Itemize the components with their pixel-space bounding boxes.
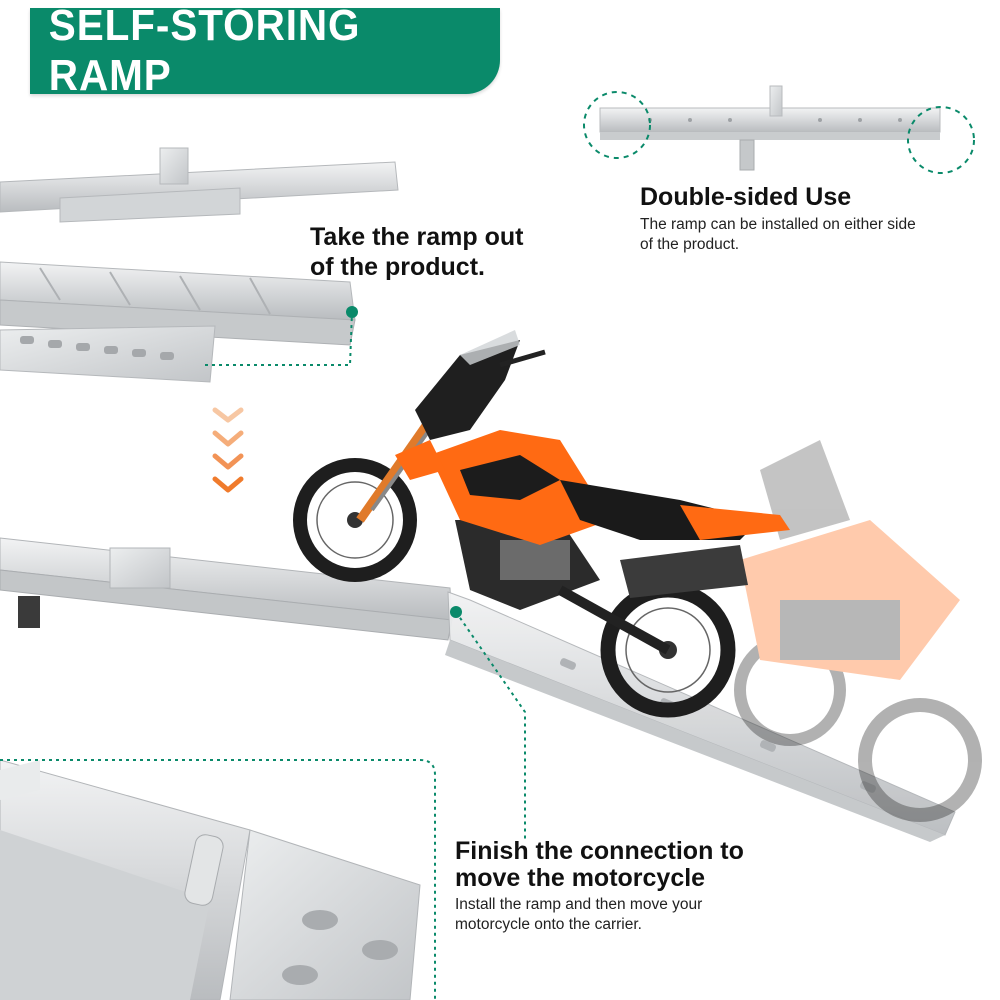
carrier-with-ramp-image <box>0 537 956 842</box>
double-sided-carrier-image <box>599 85 941 171</box>
carrier-top-image <box>0 147 399 383</box>
right-end-highlight-circle <box>907 106 975 174</box>
left-end-highlight-circle <box>583 91 651 159</box>
finish-text-line-1: Install the ramp and then move your <box>455 896 703 913</box>
motorcycle-image <box>293 330 790 718</box>
finish-heading-line-2: move the motorcycle <box>455 864 706 892</box>
finish-text-line-2: motorcycle onto the carrier. <box>455 916 642 933</box>
finish-heading-line-1: Finish the connection to <box>455 837 744 865</box>
ramp-connection-closeup-image <box>0 759 421 1000</box>
closeup-frame <box>0 759 436 1000</box>
take-out-heading-line-1: Take the ramp out <box>310 223 524 251</box>
chevron-down-icon <box>212 407 244 493</box>
double-sided-text-line-2: of the product. <box>640 236 740 253</box>
banner-title: SELF-STORING RAMP <box>48 1 361 100</box>
take-out-heading-line-2: of the product. <box>310 253 485 281</box>
motorcycle-ghost-image <box>734 440 982 822</box>
double-sided-text-line-1: The ramp can be installed on either side <box>640 216 916 233</box>
take-out-marker <box>346 306 358 318</box>
title-banner: SELF-STORING RAMP <box>30 1 500 100</box>
double-sided-heading: Double-sided Use <box>640 183 852 211</box>
